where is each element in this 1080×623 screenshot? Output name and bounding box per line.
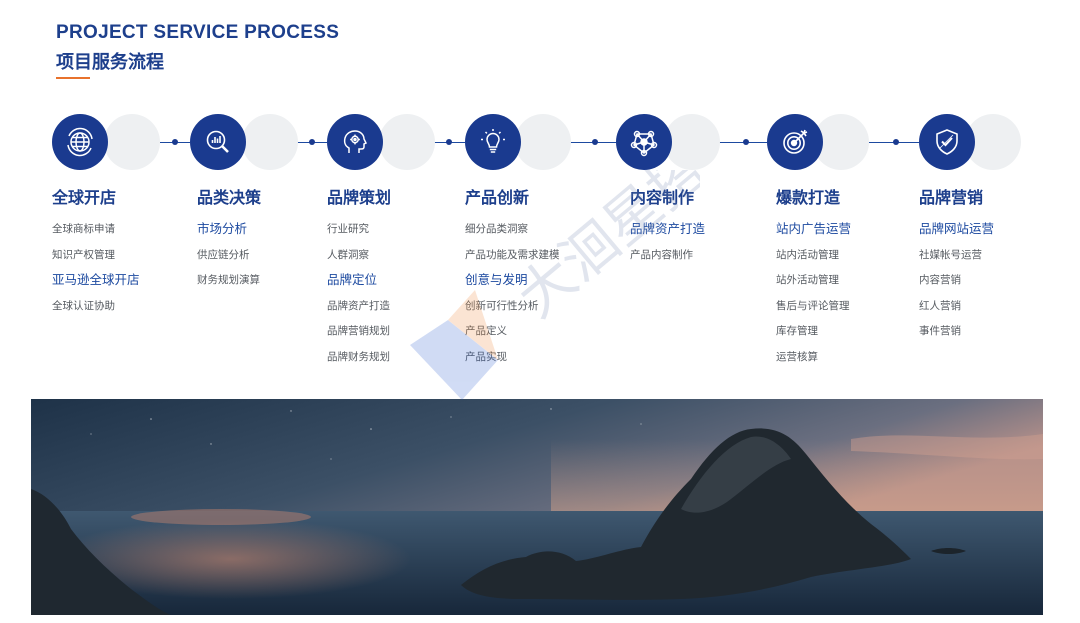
step-item: 细分品类洞察: [465, 223, 528, 235]
step-item: 财务规划演算: [197, 274, 260, 286]
step-item: 品牌财务规划: [327, 350, 390, 363]
step-item: 产品定义: [465, 325, 507, 337]
step-item-highlight: 站内广告运营: [776, 222, 852, 236]
step-title: 爆款打造: [776, 190, 841, 207]
step-item: 全球认证协助: [52, 299, 115, 312]
analytics-magnifier-icon: [190, 114, 246, 170]
step-ghost-circle: [379, 114, 435, 170]
step-title: 品类决策: [197, 190, 262, 207]
step-item: 产品功能及需求建模: [465, 248, 560, 261]
connector-dot: [743, 139, 749, 145]
step-item-list: 市场分析 供应链分析 财务规划演算: [197, 221, 260, 298]
step-ghost-circle: [242, 114, 298, 170]
step-item: 社媒帐号运营: [919, 248, 982, 261]
step-title: 全球开店: [52, 190, 117, 207]
step-item-highlight: 品牌资产打造: [630, 222, 706, 236]
step-title: 产品创新: [465, 190, 530, 207]
step-item-list: 品牌资产打造 产品内容制作: [630, 221, 705, 272]
lightbulb-icon: [465, 114, 521, 170]
step-item: 产品实现: [465, 350, 507, 363]
step-ghost-circle: [515, 114, 571, 170]
step-title: 品牌营销: [919, 190, 984, 207]
step-item-highlight: 亚马逊全球开店: [52, 273, 140, 287]
step-item-highlight: 品牌定位: [327, 273, 378, 287]
connector-dot: [592, 139, 598, 145]
step-item-highlight: 品牌网站运营: [919, 222, 995, 236]
step-item: 站内活动管理: [776, 248, 839, 261]
step-item-highlight: 创意与发明: [465, 273, 528, 287]
step-item-list: 行业研究 人群洞察 品牌定位 品牌资产打造 品牌营销规划 品牌财务规划: [327, 221, 390, 374]
page-title-cn: 项目服务流程: [56, 52, 164, 72]
shield-check-icon: [919, 114, 975, 170]
step-ghost-circle: [104, 114, 160, 170]
step-item: 人群洞察: [327, 248, 369, 261]
globe-icon: [52, 114, 108, 170]
step-item: 站外活动管理: [776, 274, 839, 286]
step-item: 创新可行性分析: [465, 299, 539, 312]
network-nodes-icon: [616, 114, 672, 170]
step-item: 事件营销: [919, 325, 961, 337]
step-item: 红人营销: [919, 299, 961, 312]
connector-dot: [309, 139, 315, 145]
sea-rock-island-dusk-photo: [31, 399, 1043, 615]
step-item: 全球商标申请: [52, 223, 115, 235]
step-item: 知识产权管理: [52, 248, 115, 261]
step-item: 品牌营销规划: [327, 325, 390, 337]
step-title: 品牌策划: [327, 190, 392, 207]
step-item-highlight: 市场分析: [197, 222, 248, 236]
step-item-list: 细分品类洞察 产品功能及需求建模 创意与发明 创新可行性分析 产品定义 产品实现: [465, 221, 560, 374]
target-arrow-icon: [767, 114, 823, 170]
step-title: 内容制作: [630, 190, 695, 207]
step-ghost-circle: [664, 114, 720, 170]
step-item: 供应链分析: [197, 248, 250, 261]
connector-dot: [893, 139, 899, 145]
step-item-list: 站内广告运营 站内活动管理 站外活动管理 售后与评论管理 库存管理 运营核算: [776, 221, 851, 374]
step-item: 库存管理: [776, 325, 818, 337]
step-item: 内容营销: [919, 274, 961, 286]
step-item: 品牌资产打造: [327, 299, 390, 312]
head-gears-icon: [327, 114, 383, 170]
step-item: 售后与评论管理: [776, 299, 850, 312]
title-accent-underline: [56, 77, 90, 79]
step-item: 运营核算: [776, 350, 818, 363]
step-item: 产品内容制作: [630, 248, 693, 261]
connector-dot: [446, 139, 452, 145]
step-item: 行业研究: [327, 223, 369, 235]
page-title-en: PROJECT SERVICE PROCESS: [56, 22, 340, 43]
step-item-list: 品牌网站运营 社媒帐号运营 内容营销 红人营销 事件营销: [919, 221, 994, 349]
step-item-list: 全球商标申请 知识产权管理 亚马逊全球开店 全球认证协助: [52, 221, 140, 323]
connector-dot: [172, 139, 178, 145]
